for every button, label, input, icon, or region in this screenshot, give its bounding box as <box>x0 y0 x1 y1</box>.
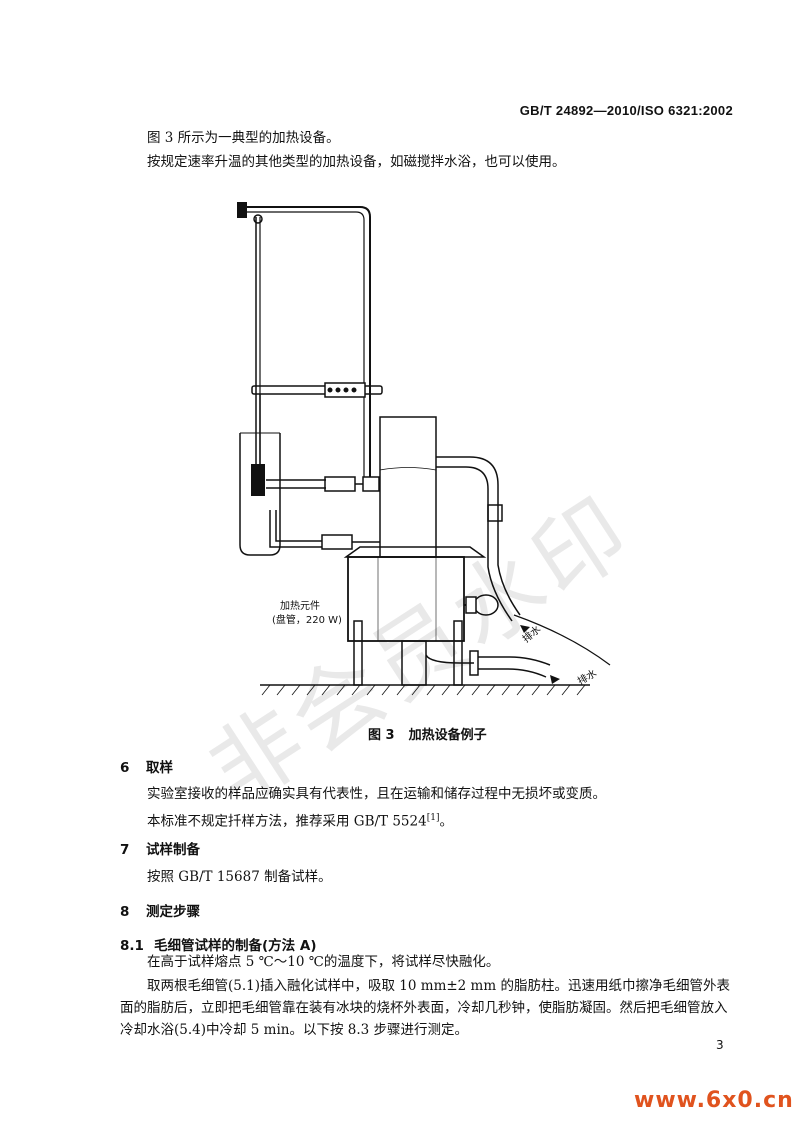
section-6-paragraph-2-end: 。 <box>439 813 453 830</box>
standard-number: GB/T 24892—2010/ISO 6321:2002 <box>519 103 733 118</box>
section-7-title: 试样制备 <box>146 842 200 858</box>
section-8-1-paragraph-2-line-2: 面的脂肪后，立即把毛细管靠在装有冰块的烧杯外表面，冷却几秒钟，使脂肪凝固。然后把… <box>120 1000 728 1016</box>
figure-caption: 图 3 加热设备例子 <box>368 724 487 743</box>
section-8-1-paragraph-2-line-1: 取两根毛细管(5.1)插入融化试样中，吸取 10 mm±2 mm 的脂肪柱。迅速… <box>147 978 730 994</box>
heater-tank <box>347 556 465 642</box>
section-8-1-number: 8.1 <box>120 938 144 954</box>
section-7-heading: 7 试样制备 <box>120 838 200 858</box>
figure-caption-text: 加热设备例子 <box>408 728 487 743</box>
water-bath-column <box>379 416 437 558</box>
section-6-number: 6 <box>120 760 130 776</box>
intro-paragraph-1: 图 3 所示为一典型的加热设备。 <box>147 130 340 146</box>
circulation-pipe-upper <box>266 479 326 489</box>
section-6-heading: 6 取样 <box>120 756 173 776</box>
reference-citation: [1] <box>426 813 440 823</box>
heater-base <box>401 640 427 686</box>
section-7-paragraph-1: 按照 GB/T 15687 制备试样。 <box>147 869 332 885</box>
section-6-paragraph-2-text: 本标准不规定扦样方法，推荐采用 GB/T 5524 <box>147 813 427 830</box>
section-6-paragraph-2: 本标准不规定扦样方法，推荐采用 GB/T 5524[1]。 <box>147 808 453 832</box>
section-8-heading: 8 测定步骤 <box>120 900 200 920</box>
outlet-pipe <box>436 456 521 622</box>
intro-paragraph-2: 按规定速率升温的其他类型的加热设备，如磁搅拌水浴，也可以使用。 <box>147 154 566 170</box>
section-8-number: 8 <box>120 904 130 920</box>
rod-end-cap <box>237 202 247 218</box>
section-7-number: 7 <box>120 842 130 858</box>
drain-label-2: 排水 <box>575 666 599 687</box>
heating-apparatus-figure: 加热元件 (盘管，220 W) 排水 排水 <box>237 202 611 696</box>
figure-caption-number: 图 3 <box>368 728 395 743</box>
site-watermark: www.6x0.cn <box>634 1088 793 1113</box>
heater-lid <box>343 546 487 558</box>
section-8-title: 测定步骤 <box>146 904 200 920</box>
section-6-paragraph-1: 实验室接收的样品应确实具有代表性，且在运输和储存过程中无损坏或变质。 <box>147 786 606 802</box>
section-8-1-heading: 8.1 毛细管试样的制备(方法 A) <box>120 934 317 954</box>
stand-rod-inner <box>244 211 365 485</box>
heater-label-line2: (盘管，220 W) <box>272 613 342 626</box>
section-8-1-title: 毛细管试样的制备(方法 A) <box>154 938 317 954</box>
section-6-title: 取样 <box>146 760 173 776</box>
heater-label-line1: 加热元件 <box>280 599 320 612</box>
drain-arrow-2 <box>550 675 560 684</box>
clamp-bar <box>251 385 383 395</box>
drain-valve <box>425 654 474 664</box>
ground-hatching <box>261 684 586 696</box>
page-number: 3 <box>716 1038 724 1052</box>
circulation-pipe-lower <box>269 510 322 548</box>
section-8-1-paragraph-2-line-3: 冷却水浴(5.4)中冷却 5 min。以下按 8.3 步骤进行测定。 <box>120 1022 469 1038</box>
drain-hose <box>513 614 611 666</box>
section-8-1-paragraph-1: 在高于试样熔点 5 ℃～10 ℃的温度下，将试样尽快融化。 <box>147 954 500 970</box>
beaker <box>239 433 281 556</box>
drain-arrow-1 <box>520 625 530 633</box>
stand-rod <box>244 206 371 485</box>
